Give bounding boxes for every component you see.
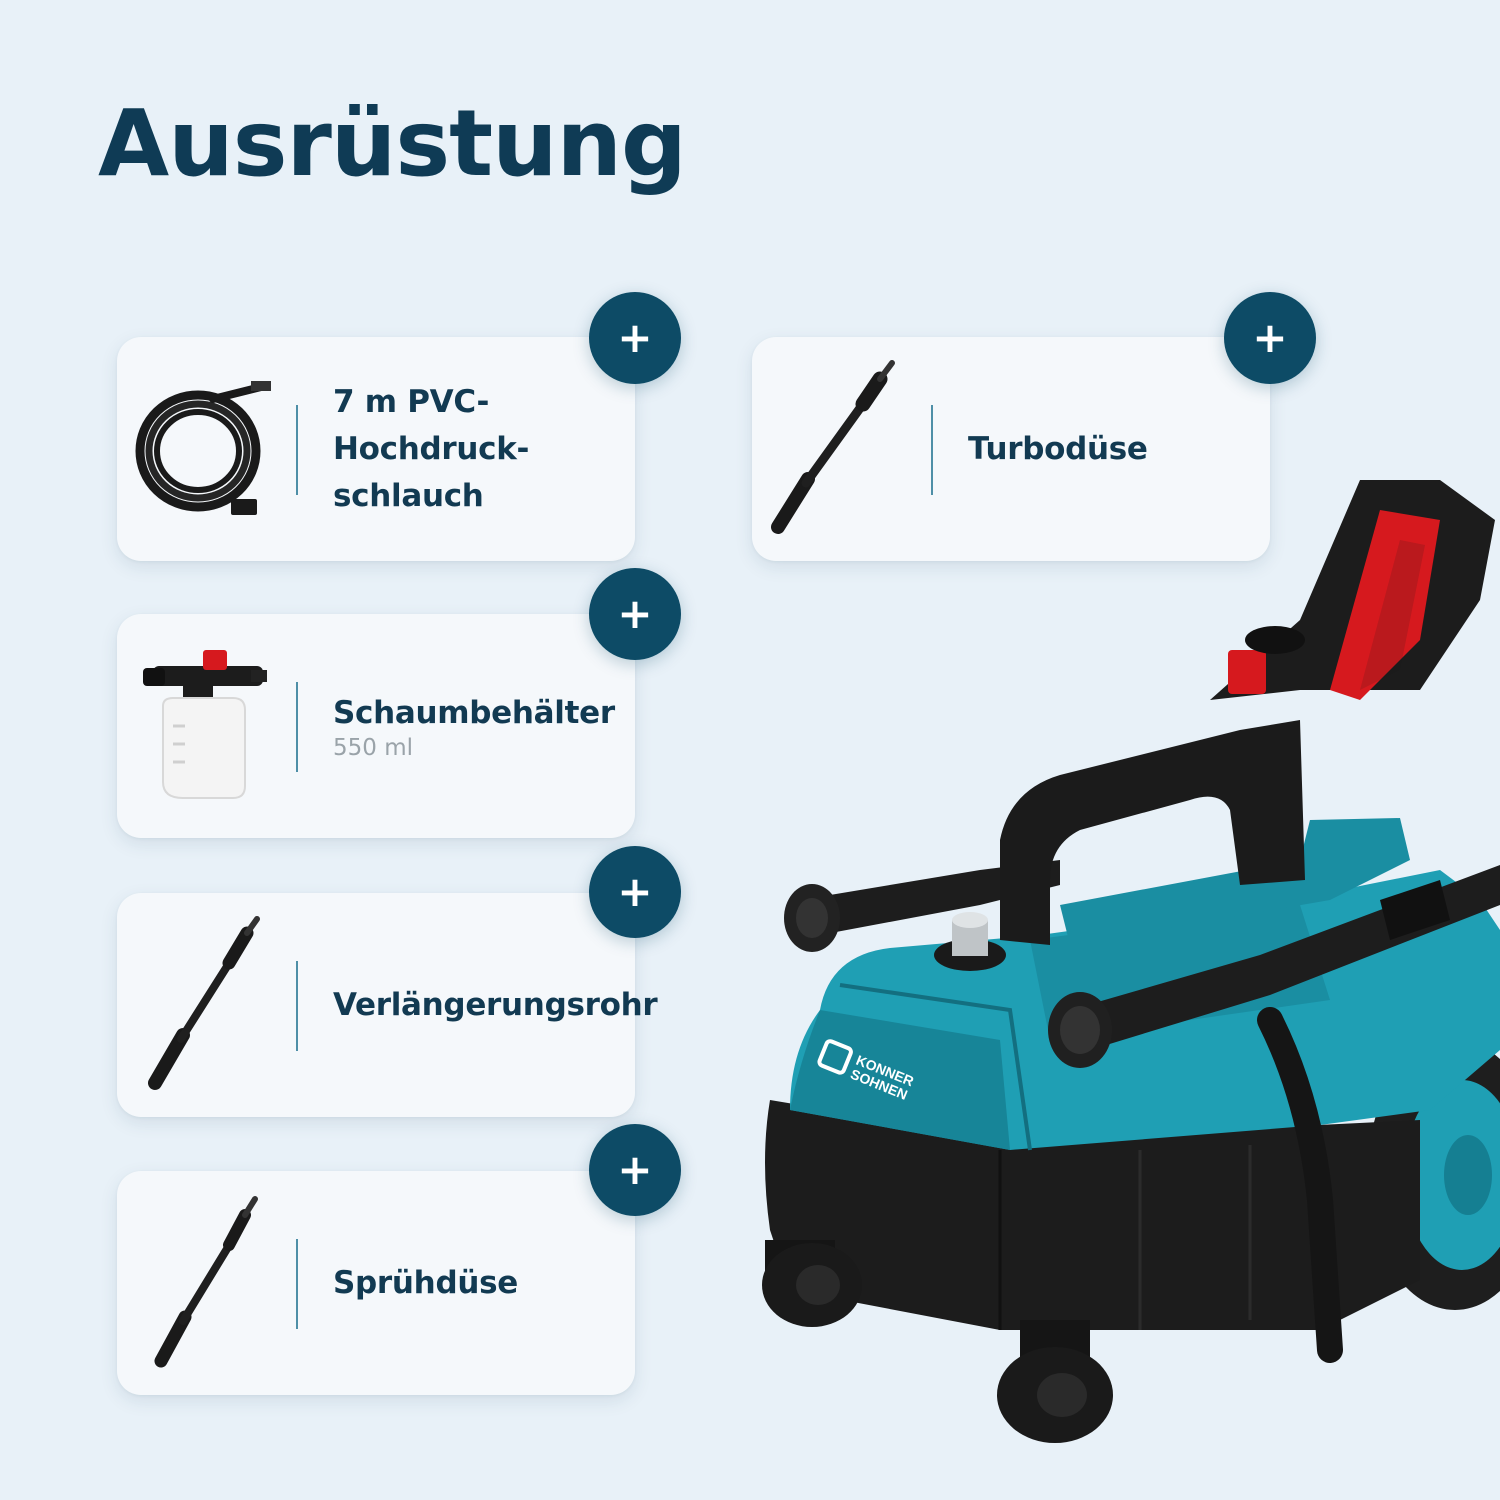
add-spray-nozzle-button[interactable]: + bbox=[589, 1124, 681, 1216]
card-divider bbox=[296, 405, 298, 495]
card-text: Sprühdüse bbox=[333, 1171, 621, 1395]
item-card-turbo-nozzle: Turbodüse bbox=[752, 337, 1270, 561]
item-label: 7 m PVC- Hochdruck- schlauch bbox=[333, 383, 530, 514]
water-inlet bbox=[934, 912, 1006, 971]
item-card-foam-bottle: Schaumbehälter 550 ml bbox=[117, 614, 635, 838]
item-label: Turbodüse bbox=[968, 430, 1148, 467]
rear-wheel bbox=[1367, 1040, 1500, 1310]
card-divider bbox=[296, 961, 298, 1051]
front-caster bbox=[762, 1240, 862, 1327]
add-hose-button[interactable]: + bbox=[589, 292, 681, 384]
extension-lance-icon bbox=[133, 915, 273, 1095]
item-card-spray-nozzle: Sprühdüse bbox=[117, 1171, 635, 1395]
konner-sohnen-logo: KONNER SOHNEN bbox=[817, 1039, 916, 1103]
card-divider bbox=[931, 405, 933, 495]
hose-coil-icon bbox=[133, 359, 273, 539]
item-card-hose: 7 m PVC- Hochdruck- schlauch bbox=[117, 337, 635, 561]
add-turbo-nozzle-button[interactable]: + bbox=[1224, 292, 1316, 384]
item-card-extension-lance: Verlängerungsrohr bbox=[117, 893, 658, 1117]
add-foam-bottle-button[interactable]: + bbox=[589, 568, 681, 660]
lance-front bbox=[1048, 865, 1500, 1068]
card-divider bbox=[296, 682, 298, 772]
item-label: Verlängerungsrohr bbox=[333, 986, 658, 1023]
card-text: 7 m PVC- Hochdruck- schlauch bbox=[333, 337, 621, 561]
page-title: Ausrüstung bbox=[98, 90, 687, 197]
item-label: Sprühdüse bbox=[333, 1264, 518, 1301]
item-sublabel: 550 ml bbox=[333, 734, 414, 761]
lance-back bbox=[784, 860, 1060, 952]
foam-bottle-icon bbox=[133, 636, 273, 816]
card-divider bbox=[296, 1239, 298, 1329]
add-extension-lance-button[interactable]: + bbox=[589, 846, 681, 938]
turbo-nozzle-icon bbox=[768, 359, 908, 539]
card-text: Turbodüse bbox=[968, 337, 1256, 561]
item-label: Schaumbehälter bbox=[333, 694, 615, 731]
spray-nozzle-icon bbox=[133, 1193, 273, 1373]
card-text: Schaumbehälter 550 ml bbox=[333, 614, 621, 838]
card-text: Verlängerungsrohr bbox=[333, 893, 658, 1117]
middle-caster bbox=[997, 1320, 1113, 1443]
svg-text:KONNER: KONNER bbox=[854, 1052, 916, 1090]
svg-text:SOHNEN: SOHNEN bbox=[848, 1066, 910, 1103]
